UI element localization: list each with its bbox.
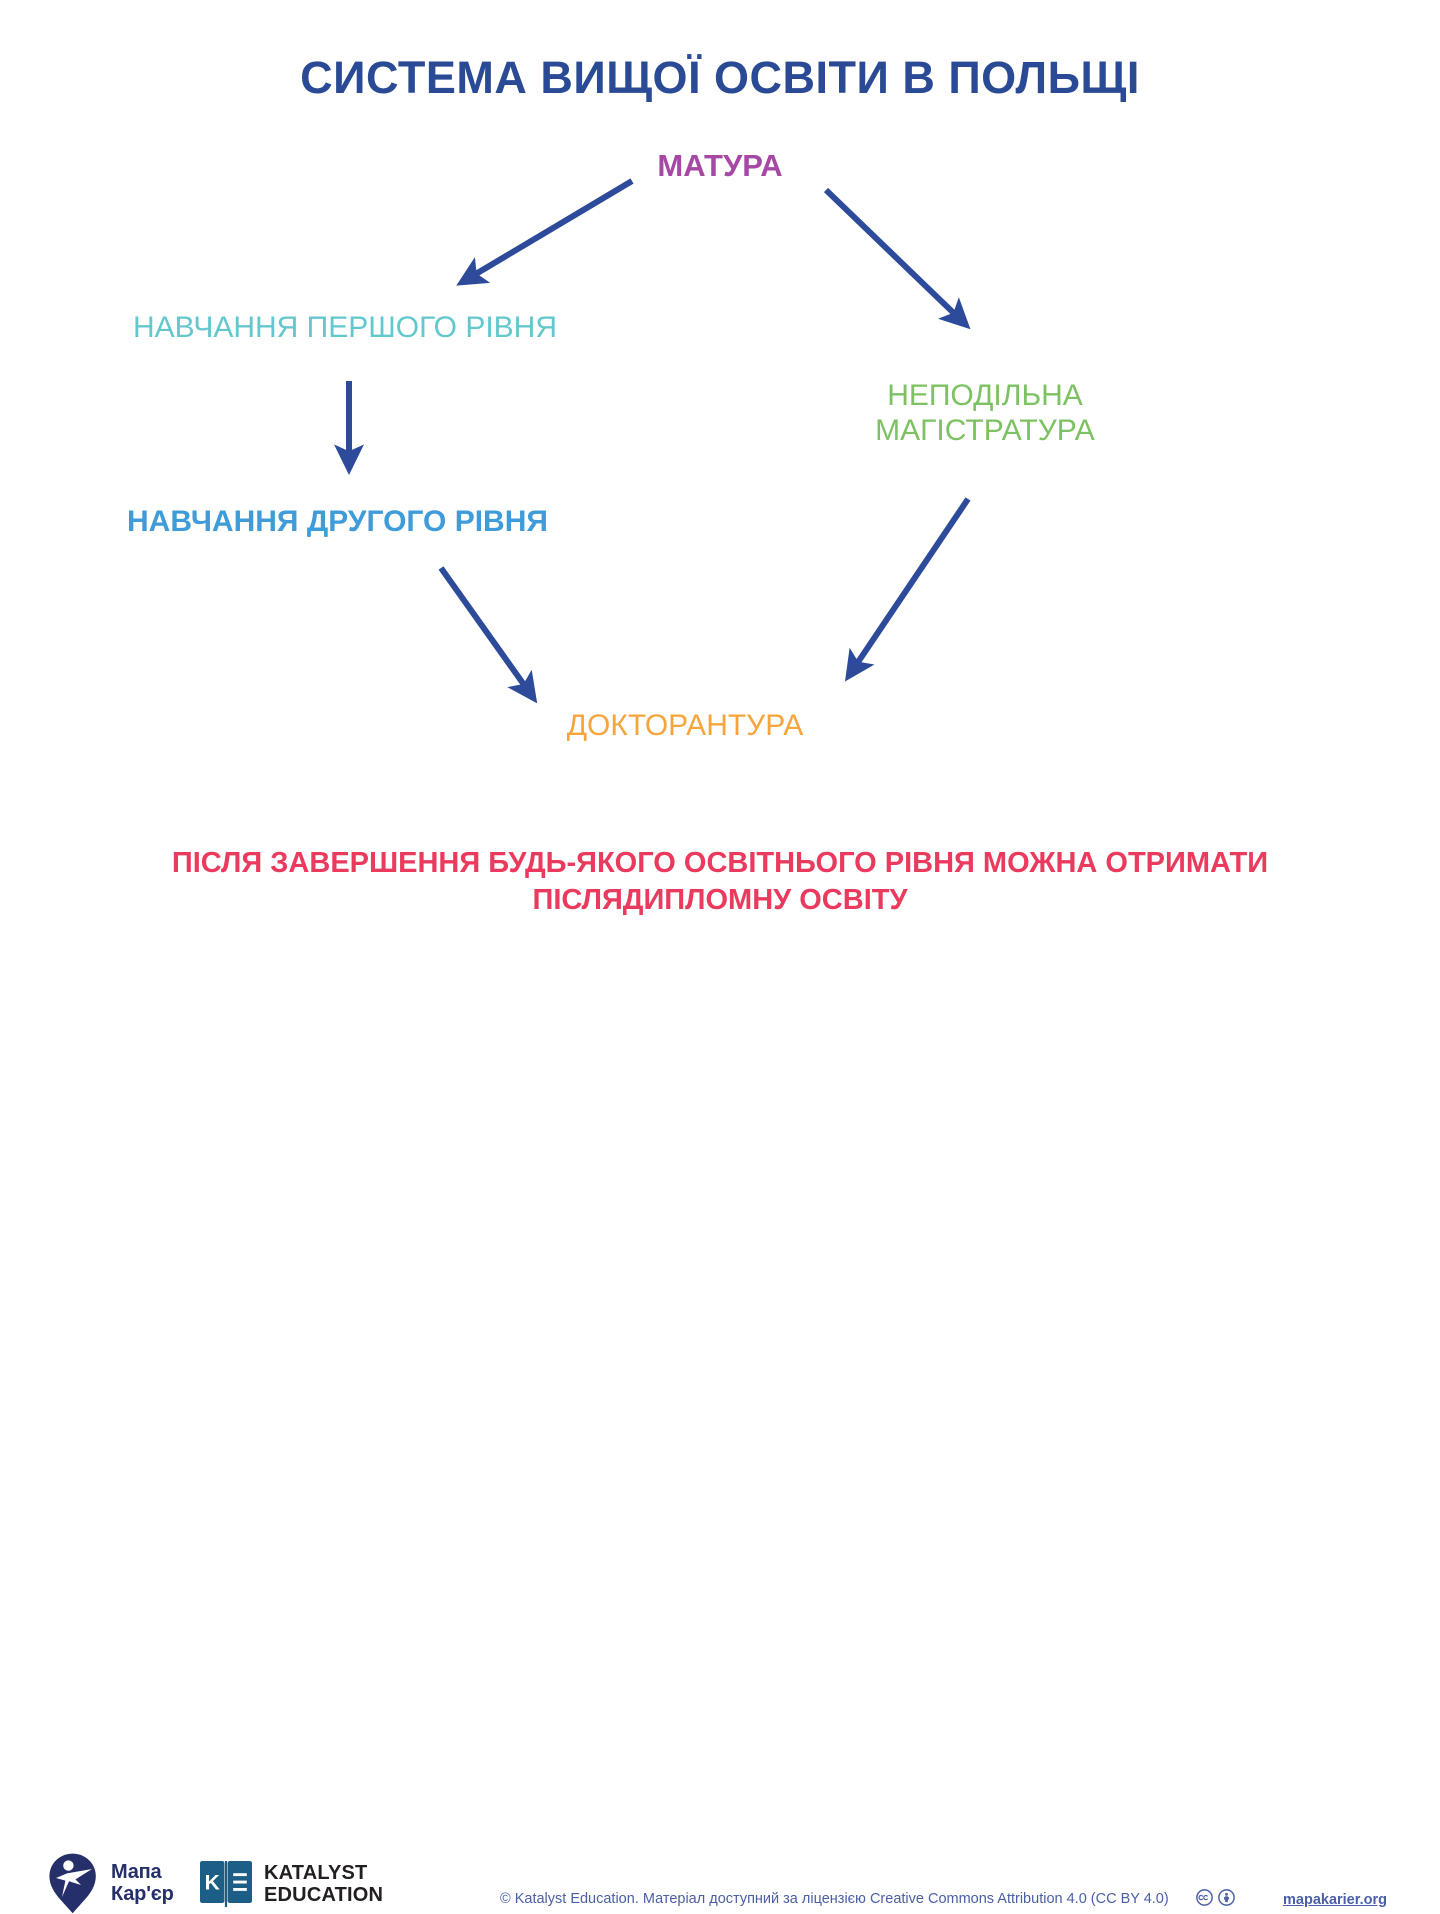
katalyst-k-letter: K <box>205 1872 220 1895</box>
cc-icon <box>1196 1889 1213 1906</box>
bottom-note-line-1: ПІСЛЯ ЗАВЕРШЕННЯ БУДЬ-ЯКОГО ОСВІТНЬОГО Р… <box>171 847 1269 879</box>
node-matura: МАТУРА <box>657 148 783 183</box>
arrow-matura-to-uniform-master <box>823 187 971 330</box>
footer: Мапа Кар'єр K KATALYST EDUCATION © Katal… <box>0 922 1440 1914</box>
logo-katalyst-line-2: EDUCATION <box>264 1884 384 1906</box>
infographic-canvas: СИСТЕМА ВИЩОЇ ОСВІТИ В ПОЛЬЩІ МАТУРА НАВ… <box>0 52 1440 1914</box>
cc-by-person-icon <box>1218 1889 1235 1906</box>
open-book-icon: K <box>200 1861 252 1907</box>
page-title: СИСТЕМА ВИЩОЇ ОСВІТИ В ПОЛЬЩІ <box>300 52 1140 103</box>
logo-mapa-karier[interactable]: Мапа Кар'єр <box>48 1852 174 1914</box>
creative-commons-badges <box>1196 1889 1235 1906</box>
mapakarier-link[interactable]: mapakarier.org <box>1283 1892 1387 1908</box>
arrow-matura-to-first-degree <box>456 178 634 286</box>
node-uniform-master-line-1: НЕПОДІЛЬНА <box>887 379 1083 412</box>
logo-katalyst-education[interactable]: K KATALYST EDUCATION <box>199 1860 383 1908</box>
logo-mapa-line-1: Мапа <box>111 1860 162 1883</box>
node-uniform-master: НЕПОДІЛЬНА МАГІСТРАТУРА <box>820 378 1150 449</box>
arrow-uniform-master-to-doctoral <box>844 497 971 682</box>
arrow-second-degree-to-doctoral <box>438 566 538 704</box>
bottom-note-line-2: ПІСЛЯДИПЛОМНУ ОСВІТУ <box>532 884 908 917</box>
footer-credit-text: © Katalyst Education. Матеріал доступний… <box>500 1891 1169 1907</box>
logo-katalyst-line-1: KATALYST <box>264 1862 368 1884</box>
map-pin-person-icon <box>49 1853 96 1914</box>
node-second-degree: НАВЧАННЯ ДРУГОГО РІВНЯ <box>127 505 548 538</box>
logo-katalyst-text: KATALYST EDUCATION <box>264 1862 383 1906</box>
bottom-note: ПІСЛЯ ЗАВЕРШЕННЯ БУДЬ-ЯКОГО ОСВІТНЬОГО Р… <box>120 845 1320 919</box>
node-doctoral: ДОКТОРАНТУРА <box>566 709 804 742</box>
node-first-degree: НАВЧАННЯ ПЕРШОГО РІВНЯ <box>133 311 557 344</box>
node-uniform-master-line-2: МАГІСТРАТУРА <box>875 414 1095 448</box>
logo-mapa-line-2: Кар'єр <box>111 1883 174 1905</box>
logo-mapa-karier-text: Мапа Кар'єр <box>111 1861 174 1906</box>
